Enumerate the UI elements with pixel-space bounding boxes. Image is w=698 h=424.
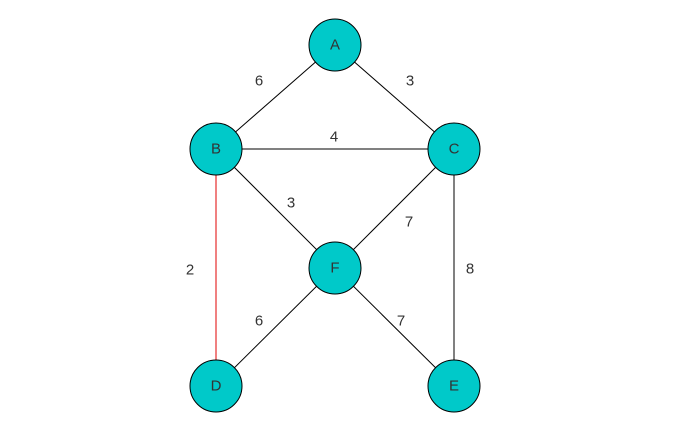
edge-weight-a-c: 3 bbox=[406, 73, 414, 90]
node-label-f: F bbox=[330, 260, 339, 277]
edge-weight-b-d: 2 bbox=[186, 262, 194, 279]
node-label-e: E bbox=[449, 378, 459, 395]
edge-weight-c-e: 8 bbox=[466, 261, 474, 278]
node-f[interactable]: F bbox=[308, 241, 362, 295]
edge-weight-b-f: 3 bbox=[287, 195, 295, 212]
edge-weight-f-d: 6 bbox=[255, 313, 263, 330]
node-e[interactable]: E bbox=[427, 359, 481, 413]
edges-layer bbox=[215, 44, 455, 387]
node-d[interactable]: D bbox=[189, 359, 243, 413]
node-circle-e[interactable] bbox=[427, 359, 481, 413]
edge-weight-b-c: 4 bbox=[330, 129, 338, 146]
node-label-c: C bbox=[449, 141, 460, 158]
edge-weight-f-e: 7 bbox=[397, 313, 405, 330]
edge-c-f[interactable] bbox=[334, 148, 455, 269]
nodes-layer: A B C F D E bbox=[189, 18, 481, 413]
edge-weight-c-f: 7 bbox=[405, 214, 413, 231]
edge-f-e[interactable] bbox=[334, 267, 455, 387]
node-circle-d[interactable] bbox=[189, 359, 243, 413]
node-label-a: A bbox=[330, 37, 340, 54]
node-label-d: D bbox=[211, 378, 222, 395]
node-circle-c[interactable] bbox=[427, 122, 481, 176]
edge-b-f[interactable] bbox=[215, 148, 336, 269]
node-b[interactable]: B bbox=[189, 122, 243, 176]
node-c[interactable]: C bbox=[427, 122, 481, 176]
edge-weights-layer: 6 3 4 3 7 2 8 6 7 bbox=[186, 73, 474, 330]
node-circle-f[interactable] bbox=[308, 241, 362, 295]
edge-f-d[interactable] bbox=[215, 267, 336, 387]
node-circle-b[interactable] bbox=[189, 122, 243, 176]
node-a[interactable]: A bbox=[308, 18, 362, 72]
edge-weight-a-b: 6 bbox=[255, 73, 263, 90]
node-circle-a[interactable] bbox=[308, 18, 362, 72]
node-label-b: B bbox=[211, 141, 221, 158]
